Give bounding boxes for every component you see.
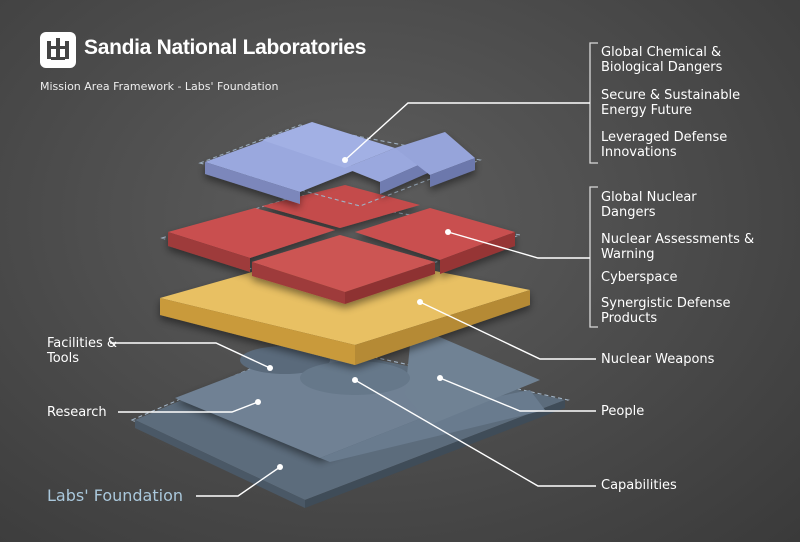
- red-leader-line: [447, 231, 590, 259]
- label-facilities: Facilities & Tools: [47, 336, 117, 366]
- label-research: Research: [47, 405, 107, 420]
- blue-tile-2: [262, 122, 395, 168]
- label-labs-foundation: Labs' Foundation: [47, 486, 184, 505]
- red-tile-1: [168, 208, 335, 258]
- foundation-leader-line: [196, 466, 281, 497]
- label-nuclear-weapons: Nuclear Weapons: [601, 352, 715, 367]
- people-block: [405, 335, 540, 425]
- red-tile-3: [355, 208, 515, 260]
- label-capabilities: Capabilities: [601, 478, 677, 493]
- red-tile-4: [252, 235, 435, 292]
- gold-leader-line: [419, 301, 596, 360]
- foundation-leader-dot: [277, 464, 283, 470]
- blue-leader-line: [344, 102, 590, 161]
- red-leader-dot: [445, 229, 451, 235]
- label-nuclear-dangers: Global Nuclear Dangers: [601, 190, 697, 220]
- label-cyberspace: Cyberspace: [601, 270, 678, 285]
- research-leader-line: [118, 401, 259, 413]
- sandia-thunderbird-icon: [47, 38, 69, 60]
- label-chem-bio: Global Chemical & Biological Dangers: [601, 45, 723, 75]
- foundation-layer: [130, 335, 570, 508]
- leader-lines: [110, 102, 596, 497]
- label-assessments: Nuclear Assessments & Warning: [601, 232, 755, 262]
- blue-mission-layer: [198, 122, 482, 207]
- blue-tile-4: [395, 132, 475, 175]
- red-mission-layer: [160, 185, 521, 304]
- people-leader-dot: [437, 375, 443, 381]
- blue-leader-dot: [342, 157, 348, 163]
- facilities-block: [240, 346, 330, 374]
- label-defense-innovations: Leveraged Defense Innovations: [601, 130, 728, 160]
- sandia-logo: [40, 32, 76, 68]
- facilities-leader-dot: [267, 365, 273, 371]
- capabilities-leader-dot: [352, 377, 358, 383]
- label-energy: Secure & Sustainable Energy Future: [601, 88, 741, 118]
- people-leader-line: [439, 377, 596, 412]
- red-tile-2: [262, 185, 420, 228]
- brand-name: Sandia National Laboratories: [84, 36, 367, 59]
- page-subtitle: Mission Area Framework - Labs' Foundatio…: [40, 80, 279, 93]
- red-bracket: [589, 186, 598, 328]
- label-people: People: [601, 404, 645, 419]
- research-leader-dot: [255, 399, 261, 405]
- blue-tile-1: [205, 140, 360, 192]
- facilities-leader-line: [110, 342, 271, 369]
- label-synergistic: Synergistic Defense Products: [601, 296, 731, 326]
- blue-bracket: [589, 42, 598, 164]
- gold-leader-dot: [417, 299, 423, 305]
- capabilities-leader-line: [354, 379, 596, 487]
